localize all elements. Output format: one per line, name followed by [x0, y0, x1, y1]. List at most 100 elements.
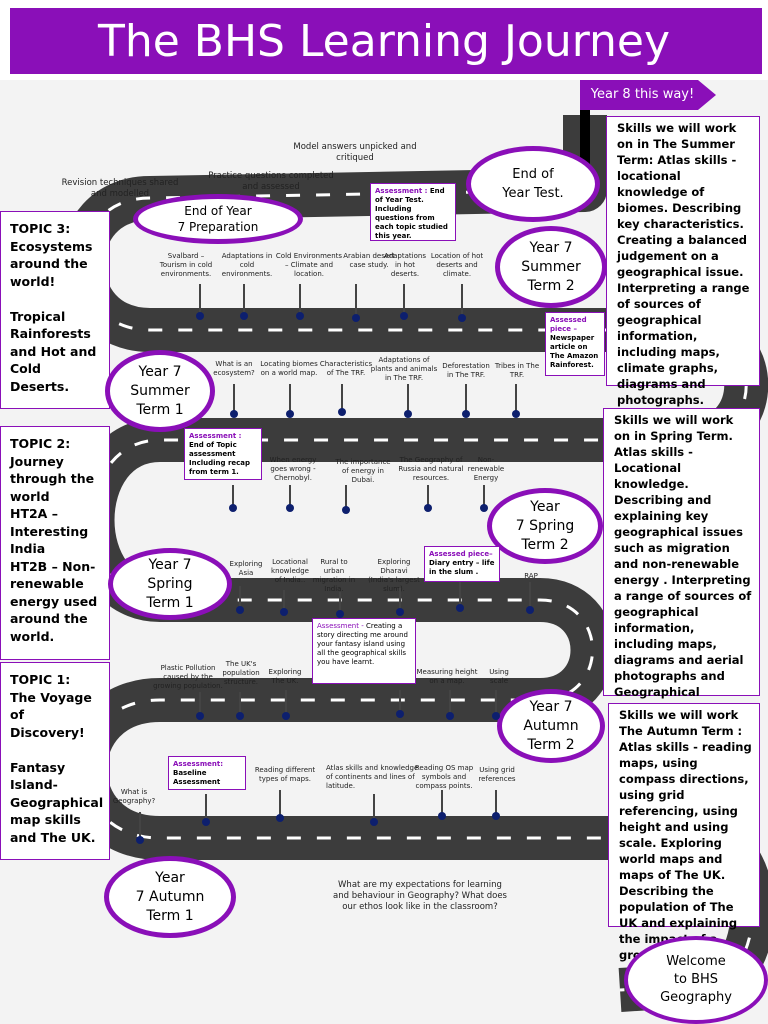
- pin-head-icon: [352, 314, 360, 322]
- lesson-label: Exploring Asia: [229, 560, 263, 577]
- assessment-body: Baseline Assessment: [173, 769, 221, 786]
- pin-head-icon: [240, 312, 248, 320]
- pin-stem: [399, 690, 401, 714]
- pin-head-icon: [396, 608, 404, 616]
- assessment-baseline: Assessment: Baseline Assessment: [168, 756, 246, 790]
- pin-stem: [495, 690, 497, 716]
- pin-head-icon: [342, 506, 350, 514]
- pin-stem: [289, 485, 291, 508]
- stage-label: Year 7 Spring Term 1: [146, 556, 194, 611]
- skills-summer-box: Skills we will work on in The Summer Ter…: [606, 116, 760, 407]
- assessment-body: Diary entry – life in the slum .: [429, 559, 495, 576]
- pin-stem: [345, 485, 347, 510]
- pin-stem: [239, 586, 241, 610]
- start-pole: [580, 110, 590, 180]
- lesson-label: Svalbard – Tourism in cold environments.: [159, 252, 213, 278]
- assessment-end-of-topic: Assessment : End of Topic assessment Inc…: [184, 428, 262, 480]
- lesson-label: Adaptations in cold environments.: [221, 252, 273, 278]
- lesson-label: Plastic Pollution caused by the growing …: [153, 664, 223, 690]
- pin-head-icon: [512, 410, 520, 418]
- pin-stem: [441, 790, 443, 816]
- lesson-label: Tribes in The TRF.: [494, 362, 540, 379]
- pin-stem: [515, 384, 517, 414]
- stage-label: Year 7 Summer Term 2: [521, 239, 581, 294]
- title-banner: The BHS Learning Journey: [0, 0, 768, 80]
- pin-head-icon: [370, 818, 378, 826]
- pin-stem: [355, 284, 357, 318]
- pin-stem: [339, 592, 341, 614]
- pin-head-icon: [446, 712, 454, 720]
- pin-stem: [285, 690, 287, 716]
- pin-stem: [459, 582, 461, 608]
- pin-head-icon: [280, 608, 288, 616]
- pin-head-icon: [462, 410, 470, 418]
- pin-head-icon: [229, 504, 237, 512]
- pin-stem: [403, 284, 405, 316]
- pin-stem: [205, 794, 207, 822]
- pin-stem: [283, 590, 285, 612]
- assessment-head: Assessment -: [317, 622, 364, 630]
- year8-arrow-icon: [580, 80, 716, 110]
- lesson-label: Adaptations in hot deserts.: [384, 252, 426, 278]
- skills-spring-box: Skills we will work on in Spring Term. A…: [603, 408, 760, 731]
- pin-head-icon: [458, 314, 466, 322]
- lesson-label: RAP: [524, 572, 538, 580]
- year8-arrow-label: Year 8 this way!: [590, 87, 695, 102]
- stage-end-of-year-prep: End of Year 7 Preparation: [133, 194, 303, 244]
- note-practice-questions: Practice questions completed and assesse…: [208, 171, 334, 192]
- topic-3-box: TOPIC 3: Ecosystems around the world! Tr…: [0, 211, 110, 409]
- pin-head-icon: [400, 312, 408, 320]
- assessment-body: Newspaper article on The Amazon Rainfore…: [550, 334, 599, 369]
- lesson-label: The UK's population structure.: [222, 660, 260, 686]
- pin-stem: [279, 790, 281, 818]
- pin-head-icon: [396, 710, 404, 718]
- page-title: The BHS Learning Journey: [97, 16, 671, 67]
- pin-stem: [289, 384, 291, 414]
- lesson-label: Adaptations of plants and animals in The…: [370, 356, 438, 382]
- pin-stem: [449, 690, 451, 716]
- topic-2-box: TOPIC 2: Journey through the world HT2A …: [0, 426, 110, 660]
- assessment-head: Assessed piece –: [550, 316, 587, 333]
- lesson-label: Measuring height on a map.: [416, 668, 478, 685]
- pin-head-icon: [404, 410, 412, 418]
- lesson-label: What is an ecosystem?: [213, 360, 255, 377]
- topic-1-box: TOPIC 1: The Voyage of Discovery! Fantas…: [0, 662, 110, 860]
- lesson-label: Atlas skills and knowledge of continents…: [326, 764, 419, 790]
- pin-stem: [199, 284, 201, 316]
- lesson-label: Locating biomes on a world map.: [260, 360, 318, 377]
- stage-spring-term-2: Year 7 Spring Term 2: [487, 488, 603, 564]
- stage-label: End of Year 7 Preparation: [177, 204, 259, 234]
- note-model-answers: Model answers unpicked and critiqued: [293, 142, 417, 163]
- pin-head-icon: [492, 712, 500, 720]
- title-bar: [10, 8, 762, 74]
- stage-label: Welcome to BHS Geography: [660, 954, 732, 1005]
- pin-stem: [407, 384, 409, 414]
- pin-head-icon: [202, 818, 210, 826]
- pin-head-icon: [282, 712, 290, 720]
- note-revision-techniques: Revision techniques shared and modelled: [61, 178, 179, 199]
- assessment-fantasy-island: Assessment - Creating a story directing …: [312, 618, 416, 684]
- lesson-label: Using scale: [489, 668, 509, 685]
- pin-head-icon: [196, 312, 204, 320]
- assessment-head: Assessed piece–: [429, 550, 493, 558]
- pin-stem: [232, 485, 234, 508]
- lesson-label: When energy goes wrong - Chernobyl.: [269, 456, 317, 482]
- lesson-label: The importance of energy in Dubai.: [335, 458, 391, 484]
- pin-stem: [233, 384, 235, 414]
- lesson-label: Characteristics of The TRF.: [319, 360, 373, 377]
- pin-head-icon: [296, 312, 304, 320]
- skills-autumn-box: Skills we will work The Autumn Term : At…: [608, 703, 760, 962]
- lesson-label: Exploring The UK.: [268, 668, 302, 685]
- stage-autumn-term-2: Year 7 Autumn Term 2: [497, 689, 605, 763]
- pin-stem: [483, 485, 485, 508]
- stage-label: End of Year Test.: [502, 167, 564, 201]
- lesson-label: Location of hot deserts and climate.: [430, 252, 484, 278]
- stage-label: Year 7 Autumn Term 2: [523, 698, 579, 753]
- stage-summer-term-2: Year 7 Summer Term 2: [495, 226, 607, 308]
- pin-head-icon: [276, 814, 284, 822]
- pin-head-icon: [480, 504, 488, 512]
- assessment-body: Creating a story directing me around you…: [317, 622, 408, 666]
- assessment-diary: Assessed piece– Diary entry – life in th…: [424, 546, 500, 582]
- assessment-head: Assessment:: [173, 760, 224, 768]
- stage-label: Year 7 Summer Term 1: [130, 363, 190, 418]
